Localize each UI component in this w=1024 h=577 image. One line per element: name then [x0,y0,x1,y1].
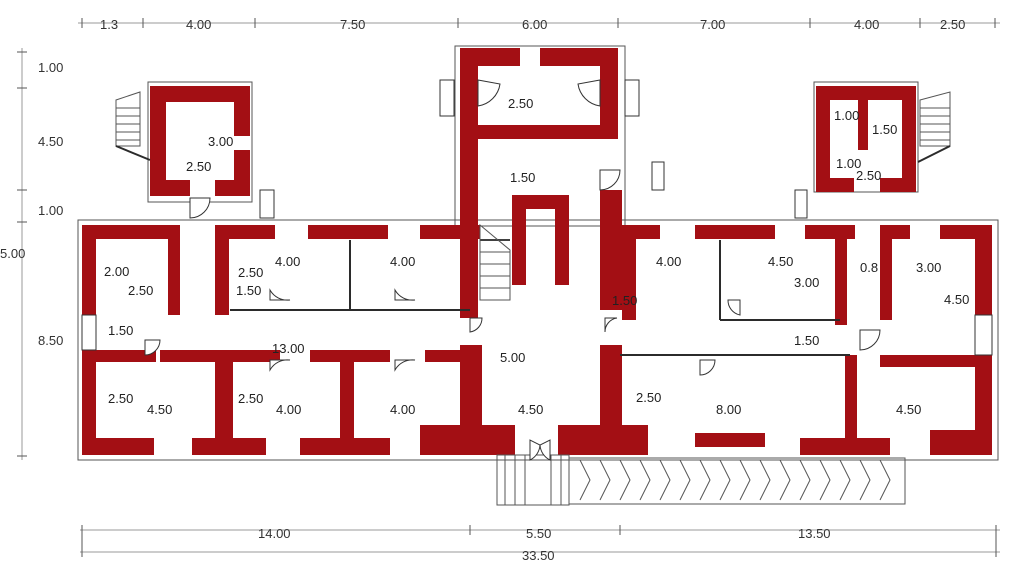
west-north-room-1-width: 4.00 [275,254,300,269]
east-north-room-2-depth: 3.00 [794,275,819,290]
top-dim-1: 1.3 [100,17,118,32]
north-entry-width: 2.50 [508,96,533,111]
central-strip-width: 1.50 [612,293,637,308]
east-tower-passage: 1.00 [836,156,861,171]
left-dim-3: 1.00 [38,203,63,218]
left-dim-5: 8.50 [38,333,63,348]
east-tower-stair [917,91,951,163]
west-south-room-2-depth: 2.50 [238,391,263,406]
bottom-dim-3: 13.50 [798,526,831,541]
central-hall-length: 5.00 [500,350,525,365]
central-hall-width: 4.50 [518,402,543,417]
walls [82,48,992,455]
bottom-dimension-lines [80,525,1000,557]
west-tower-depth: 3.00 [208,134,233,149]
central-stair [479,223,511,301]
building-outline [77,45,999,461]
east-north-room-2-width: 4.50 [768,254,793,269]
east-south-corner-width: 4.50 [896,402,921,417]
left-dim-4: 5.00 [0,246,25,261]
top-dim-5: 7.00 [700,17,725,32]
east-passage-width: 0.8 [860,260,878,275]
west-small-room-depth: 2.00 [104,264,129,279]
east-south-room-width: 8.00 [716,402,741,417]
east-tower-room-a: 1.00 [834,108,859,123]
west-tower-stair [115,91,151,161]
partitions [230,239,850,356]
west-south-room-1-width: 4.50 [147,402,172,417]
entrance-steps [496,454,570,506]
east-corner-room-depth: 3.00 [916,260,941,275]
east-south-room-depth: 2.50 [636,390,661,405]
left-dimension-line [17,48,27,460]
north-corridor-width: 1.50 [510,170,535,185]
top-dimension-line [78,18,1000,28]
west-north-room-2-width: 4.00 [390,254,415,269]
top-dim-3: 7.50 [340,17,365,32]
west-north-room-1-depth: 2.50 [238,265,263,280]
west-south-room-1-depth: 2.50 [108,391,133,406]
west-tower-width: 2.50 [186,159,211,174]
east-north-room-1-width: 4.00 [656,254,681,269]
bottom-dim-2: 5.50 [526,526,551,541]
west-lobby-width: 1.50 [108,323,133,338]
west-south-room-3-width: 4.00 [390,402,415,417]
top-dim-6: 4.00 [854,17,879,32]
bottom-dim-1: 14.00 [258,526,291,541]
doors [144,79,881,461]
left-dim-1: 1.00 [38,60,63,75]
top-dim-7: 2.50 [940,17,965,32]
bottom-dim-total: 33.50 [522,548,555,563]
west-south-room-2-width: 4.00 [276,402,301,417]
east-tower-stair-label: 2.50 [856,168,881,183]
east-corner-room-width: 4.50 [944,292,969,307]
top-dim-2: 4.00 [186,17,211,32]
left-dim-2: 4.50 [38,134,63,149]
west-small-room-width: 2.50 [128,283,153,298]
west-corridor-length: 13.00 [272,341,305,356]
windows [81,79,993,356]
top-dim-4: 6.00 [522,17,547,32]
east-tower-room-b: 1.50 [872,122,897,137]
east-corridor-width: 1.50 [794,333,819,348]
terrace [568,457,906,505]
west-north-room-1-passage: 1.50 [236,283,261,298]
